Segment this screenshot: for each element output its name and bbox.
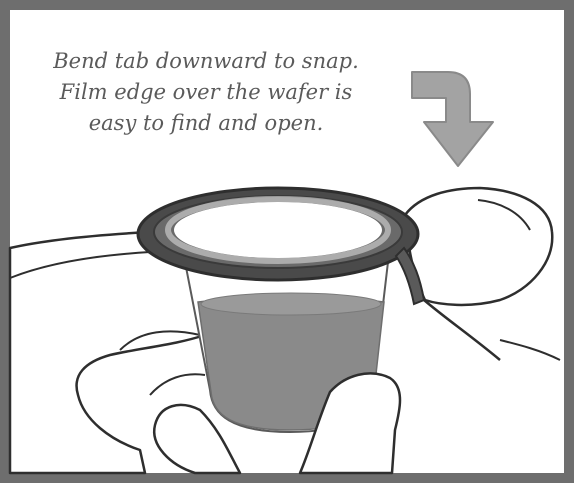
instruction-line-3: easy to find and open. [16, 108, 396, 139]
curved-down-arrow-icon [412, 72, 493, 166]
cup-rim [138, 188, 418, 280]
instruction-line-2: Film edge over the wafer is [16, 77, 396, 108]
instruction-text: Bend tab downward to snap. Film edge ove… [16, 46, 396, 139]
right-thumb [405, 188, 560, 360]
instruction-line-1: Bend tab downward to snap. [16, 46, 396, 77]
